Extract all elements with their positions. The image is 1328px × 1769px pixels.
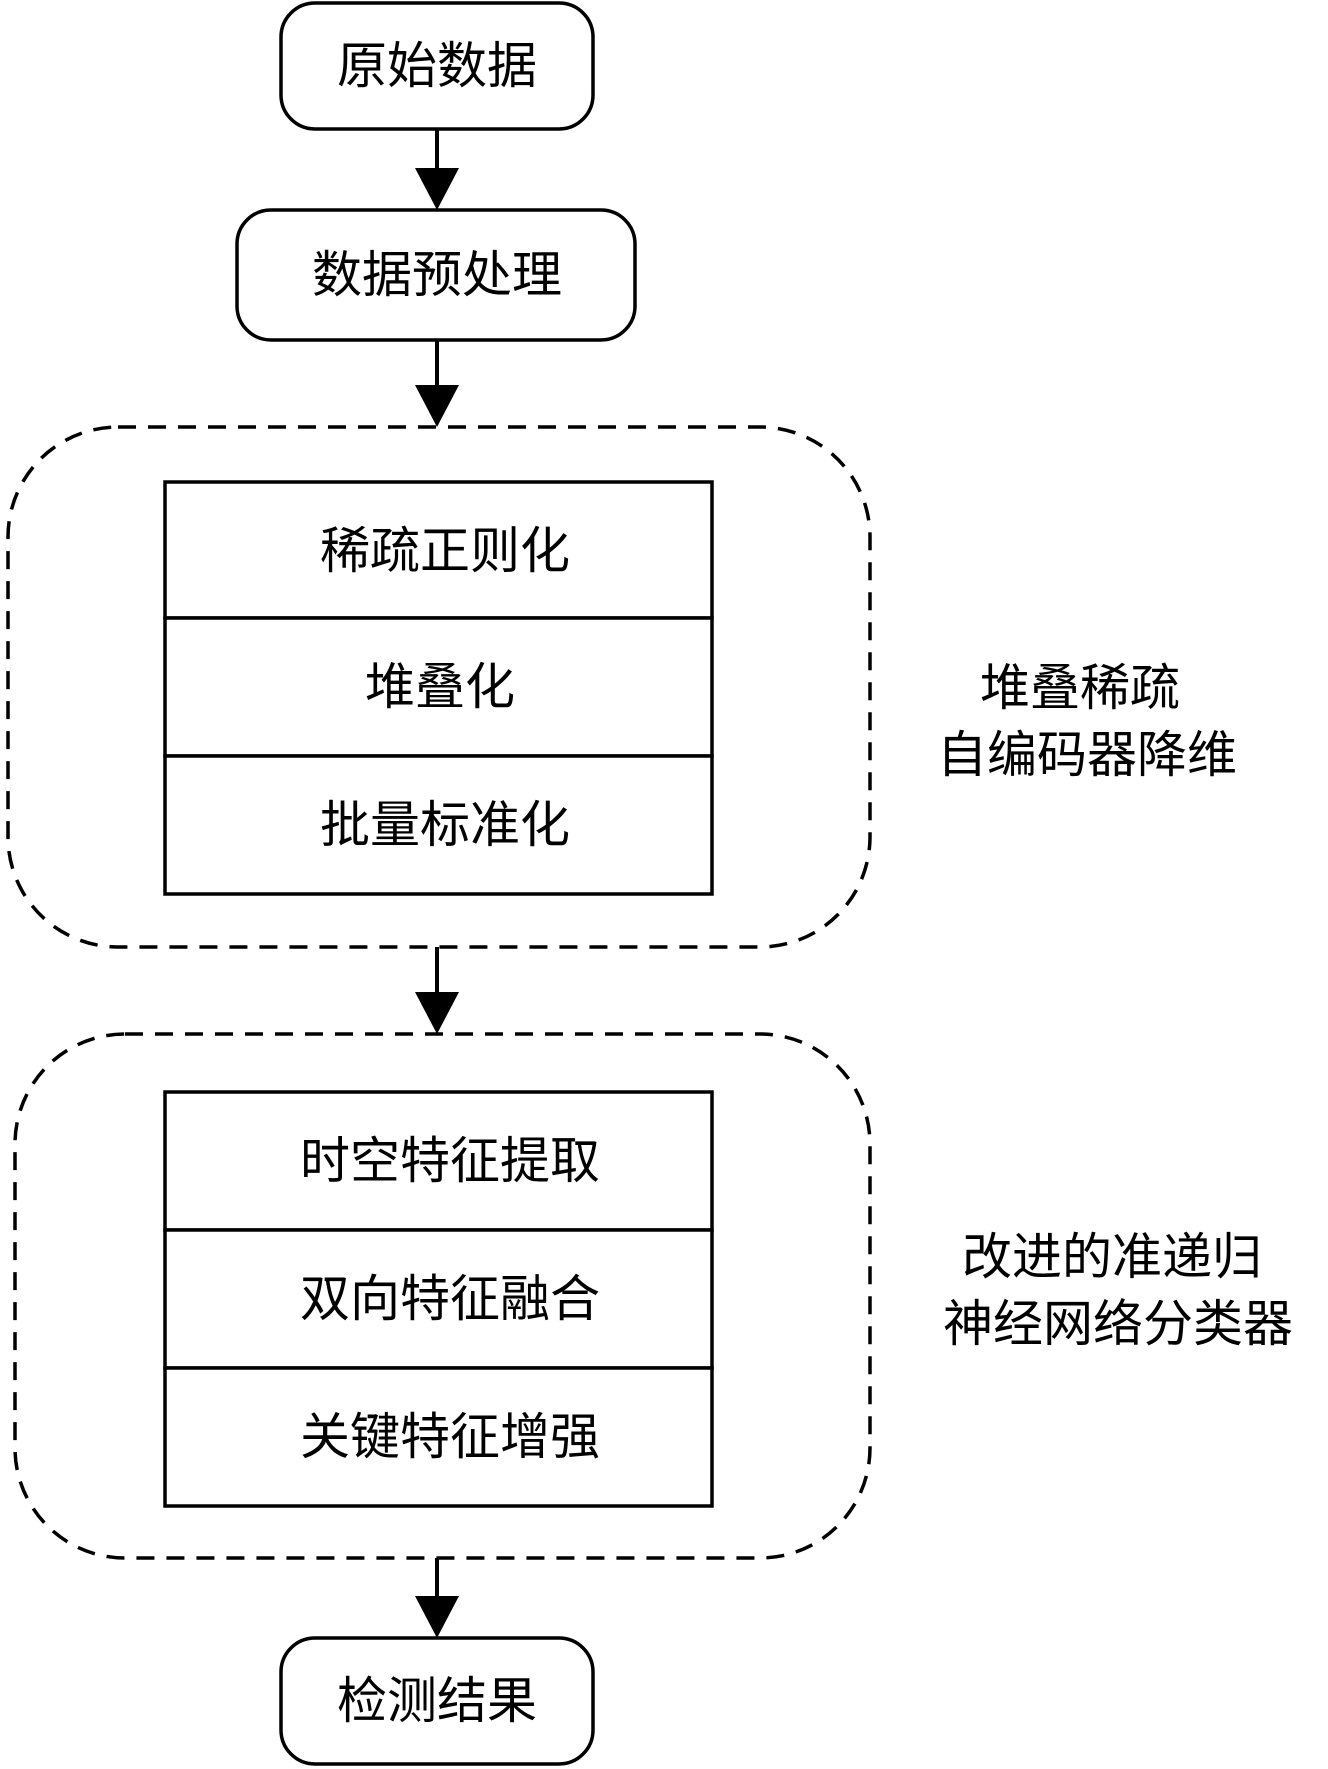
autoencoder-step-stacking-label: 堆叠化 [365, 658, 515, 716]
node-result: 检测结果 [279, 1636, 595, 1766]
node-result-label: 检测结果 [337, 1672, 537, 1730]
group-classifier: 时空特征提取 双向特征融合 关键特征增强 改进的准递归 神经网络分类器 [13, 1032, 1293, 1560]
autoencoder-step-sparse-regularization-label: 稀疏正则化 [320, 522, 570, 580]
autoencoder-step-sparse-regularization [163, 480, 714, 620]
node-raw-data: 原始数据 [279, 1, 595, 131]
node-raw-data-label: 原始数据 [337, 37, 537, 95]
group-autoencoder-border [6, 425, 872, 949]
group-autoencoder: 稀疏正则化 堆叠化 批量标准化 堆叠稀疏 自编码器降维 [6, 425, 1237, 949]
node-preprocessing: 数据预处理 [235, 208, 637, 342]
group-classifier-label-line1: 改进的准递归 [962, 1228, 1262, 1286]
autoencoder-step-batch-normalization [163, 754, 714, 896]
group-classifier-label-line2: 神经网络分类器 [943, 1295, 1293, 1353]
arrow-classifier-to-result [415, 1558, 459, 1638]
arrow-preprocessing-to-autoencoder [415, 340, 459, 427]
group-classifier-border [13, 1032, 872, 1560]
classifier-step-bidirectional-fusion-label: 双向特征融合 [300, 1270, 600, 1328]
autoencoder-step-batch-normalization-label: 批量标准化 [320, 796, 570, 854]
arrow-autoencoder-to-classifier [415, 947, 459, 1034]
autoencoder-step-stacking [163, 616, 714, 758]
node-preprocessing-label: 数据预处理 [312, 246, 562, 304]
arrow-raw-to-preprocessing [415, 129, 459, 210]
classifier-step-key-feature-enhancement [163, 1366, 714, 1508]
group-autoencoder-label-line1: 堆叠稀疏 [980, 659, 1180, 717]
classifier-step-spatiotemporal-extraction [163, 1090, 714, 1232]
group-autoencoder-label-line2: 自编码器降维 [937, 726, 1237, 784]
classifier-step-bidirectional-fusion [163, 1228, 714, 1370]
classifier-step-key-feature-enhancement-label: 关键特征增强 [300, 1408, 600, 1466]
classifier-step-spatiotemporal-extraction-label: 时空特征提取 [300, 1132, 600, 1190]
